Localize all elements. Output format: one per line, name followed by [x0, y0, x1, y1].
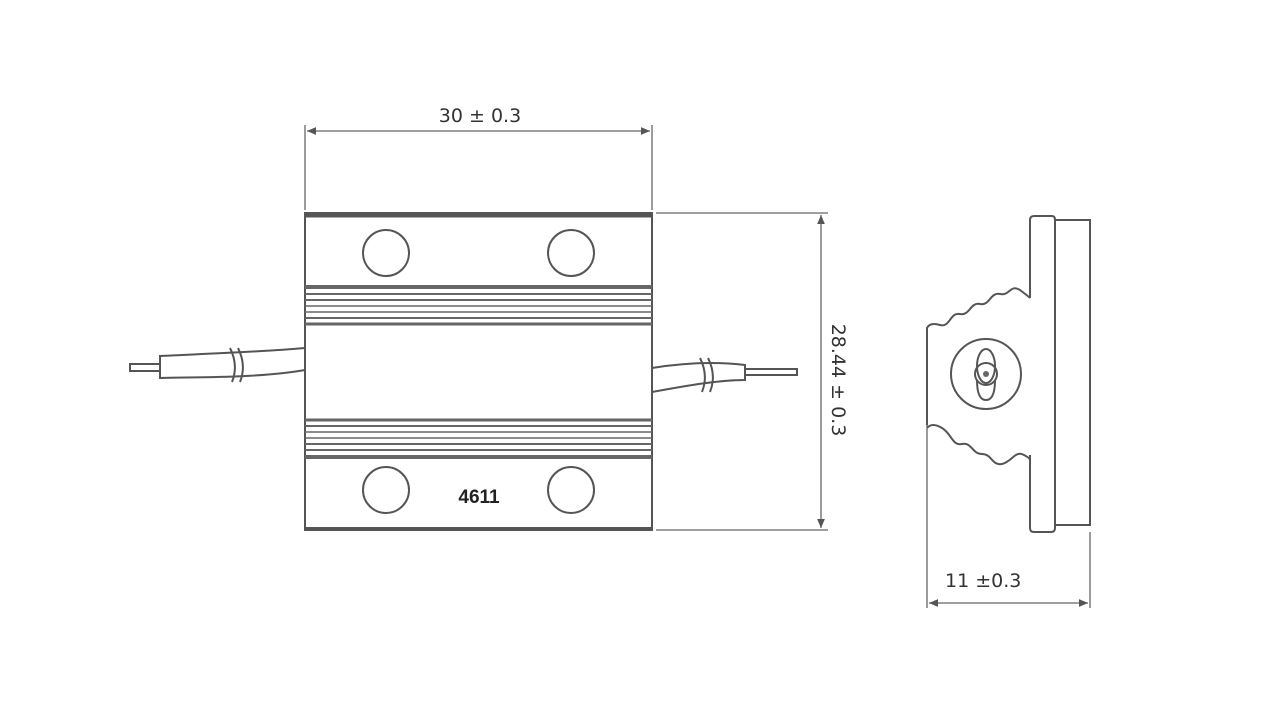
resistor-body	[304, 212, 653, 531]
wavy-break-bottom	[926, 424, 1031, 466]
right-wire	[651, 357, 798, 393]
heat-sink-fins-top	[305, 285, 652, 326]
left-wire	[129, 347, 306, 383]
mounting-hole	[547, 229, 595, 277]
mounting-hole	[362, 229, 410, 277]
mounting-hole	[362, 466, 410, 514]
mounting-hole	[547, 466, 595, 514]
height-dimension-label: 28.44 ± 0.3	[827, 324, 849, 437]
heat-sink-fins-bottom	[305, 418, 652, 459]
side-view	[926, 215, 1091, 533]
width-dimension: 30 ± 0.3	[304, 105, 653, 210]
wavy-break-top	[926, 287, 1031, 425]
depth-dimension: 11 ±0.3	[926, 425, 1091, 608]
terminal-end	[950, 338, 1022, 410]
front-view: 4611	[129, 212, 798, 531]
part-marking: 4611	[458, 487, 500, 508]
width-dimension-label: 30 ± 0.3	[439, 105, 521, 127]
height-dimension: 28.44 ± 0.3	[656, 212, 849, 531]
depth-dimension-label: 11 ±0.3	[945, 570, 1021, 592]
